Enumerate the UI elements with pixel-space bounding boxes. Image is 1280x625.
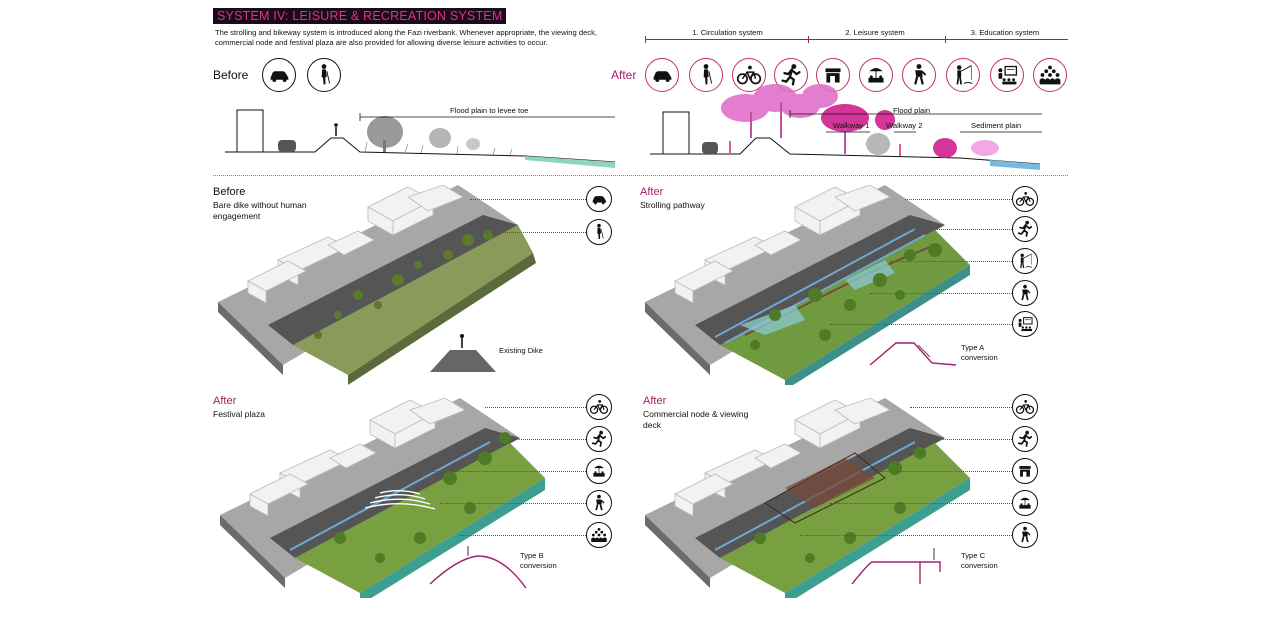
type-a-section bbox=[869, 342, 957, 366]
bicycle-icon bbox=[1012, 394, 1038, 420]
leader-line bbox=[905, 199, 1012, 200]
runner-icon bbox=[1012, 216, 1038, 242]
leader-line bbox=[470, 439, 586, 440]
hiker-icon bbox=[1012, 280, 1038, 306]
car-icon bbox=[586, 186, 612, 212]
pedestrian-icon bbox=[689, 58, 723, 92]
strolling-iso-model bbox=[645, 185, 970, 385]
walkway1-label: Walkway 1 bbox=[833, 121, 870, 130]
leader-line bbox=[890, 439, 1012, 440]
type-c-section bbox=[851, 548, 941, 585]
festival-icon bbox=[1012, 490, 1038, 516]
panel-festival-subtitle: Festival plaza bbox=[213, 409, 265, 419]
system-circulation: 1. Circulation system bbox=[692, 28, 763, 37]
panel-strolling-title: After bbox=[640, 186, 664, 198]
panel-before-title: Before bbox=[213, 186, 246, 198]
bicycle-icon bbox=[732, 58, 766, 92]
walkway2-label: Walkway 2 bbox=[886, 121, 923, 130]
type-b-caption: Type B conversion bbox=[520, 551, 557, 570]
pedestrian-icon bbox=[307, 58, 341, 92]
commercial-iso-model bbox=[645, 398, 970, 598]
leader-line bbox=[470, 199, 586, 200]
sediment-label: Sediment plain bbox=[971, 121, 1022, 130]
classroom-icon bbox=[1012, 311, 1038, 337]
fishing-icon bbox=[946, 58, 980, 92]
flood-plain-levee-label: Flood plain to levee toe bbox=[450, 106, 529, 115]
before-cross-section bbox=[225, 109, 616, 168]
festival-icon bbox=[586, 458, 612, 484]
system-leisure: 2. Leisure system bbox=[845, 28, 905, 37]
panel-before-subtitle: Bare dike without human engagement bbox=[213, 200, 307, 221]
leader-line bbox=[890, 261, 1012, 262]
leader-line bbox=[485, 407, 586, 408]
after-label-top: After bbox=[611, 68, 637, 82]
panel-festival-title: After bbox=[213, 395, 237, 407]
divider bbox=[213, 175, 1068, 176]
leader-line bbox=[470, 232, 586, 233]
hiker-icon bbox=[902, 58, 936, 92]
panel-commercial-subtitle: Commercial node & viewing deck bbox=[643, 409, 749, 430]
leader-line bbox=[800, 535, 1012, 536]
before-iso-model bbox=[218, 185, 536, 385]
intro-text: The strolling and bikeway system is intr… bbox=[215, 28, 597, 47]
hiker-icon bbox=[586, 490, 612, 516]
after-cross-section bbox=[650, 84, 1042, 170]
type-c-caption: Type C conversion bbox=[961, 551, 998, 570]
existing-dike-section bbox=[430, 334, 496, 372]
leader-line bbox=[860, 471, 1012, 472]
page-title: SYSTEM IV: LEISURE & RECREATION SYSTEM bbox=[213, 8, 507, 24]
bicycle-icon bbox=[1012, 186, 1038, 212]
type-b-section bbox=[429, 546, 527, 589]
existing-dike-caption: Existing Dike bbox=[499, 346, 543, 355]
system-education: 3. Education system bbox=[970, 28, 1040, 37]
leader-line bbox=[830, 324, 1012, 325]
hiker-icon bbox=[1012, 522, 1038, 548]
leader-line bbox=[460, 535, 586, 536]
before-label-top: Before bbox=[213, 68, 249, 82]
panel-commercial-title: After bbox=[643, 395, 667, 407]
crowd-icon bbox=[586, 522, 612, 548]
leader-line bbox=[830, 503, 1012, 504]
leader-line bbox=[870, 293, 1012, 294]
leader-line bbox=[440, 503, 586, 504]
panel-strolling-subtitle: Strolling pathway bbox=[640, 200, 705, 210]
classroom-icon bbox=[990, 58, 1024, 92]
leader-line bbox=[910, 407, 1012, 408]
flood-plain-label: Flood plain bbox=[893, 106, 931, 115]
festival-icon bbox=[859, 58, 893, 92]
type-a-caption: Type A conversion bbox=[961, 343, 998, 362]
car-icon bbox=[645, 58, 679, 92]
fishing-icon bbox=[1012, 248, 1038, 274]
runner-icon bbox=[1012, 426, 1038, 452]
leader-line bbox=[430, 471, 586, 472]
festival-iso-model bbox=[220, 398, 545, 598]
car-icon bbox=[262, 58, 296, 92]
pedestrian-icon bbox=[586, 219, 612, 245]
leader-line bbox=[900, 229, 1012, 230]
runner-icon bbox=[586, 426, 612, 452]
shop-icon bbox=[1012, 458, 1038, 484]
bicycle-icon bbox=[586, 394, 612, 420]
crowd-icon bbox=[1033, 58, 1067, 92]
